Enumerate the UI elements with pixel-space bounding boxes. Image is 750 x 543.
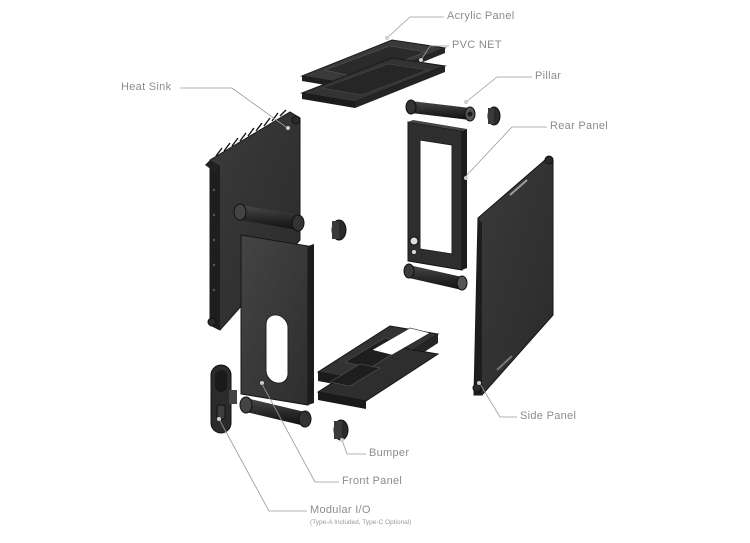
pillar-bottom-left [239,396,312,428]
label-heat-sink: Heat Sink [121,81,172,93]
modular-io [210,364,237,434]
label-acrylic-panel: Acrylic Panel [447,10,515,22]
pillar-middle [233,203,305,232]
label-side-panel: Side Panel [520,410,577,422]
label-front-panel: Front Panel [342,475,403,487]
front-panel [240,234,314,406]
base-panel [316,325,440,409]
pvc-net-panel [300,57,447,108]
pillar-top [405,99,476,122]
bumper-bottom [333,419,349,441]
label-modular-io: Modular I/O [310,504,371,516]
label-rear-panel: Rear Panel [550,120,609,132]
label-modular-io-note: (Type-A Included, Type-C Optional) [310,519,412,526]
label-pillar: Pillar [535,70,562,82]
bumper-middle [331,219,347,241]
bumper-top [487,106,501,126]
label-pvc-net: PVC NET [452,39,502,51]
label-bumper: Bumper [369,447,410,459]
pillar-bottom-right [403,263,468,291]
leader-dots [217,36,468,442]
side-panel [464,155,554,396]
leader-lines [180,16,547,512]
rear-panel [407,120,467,271]
